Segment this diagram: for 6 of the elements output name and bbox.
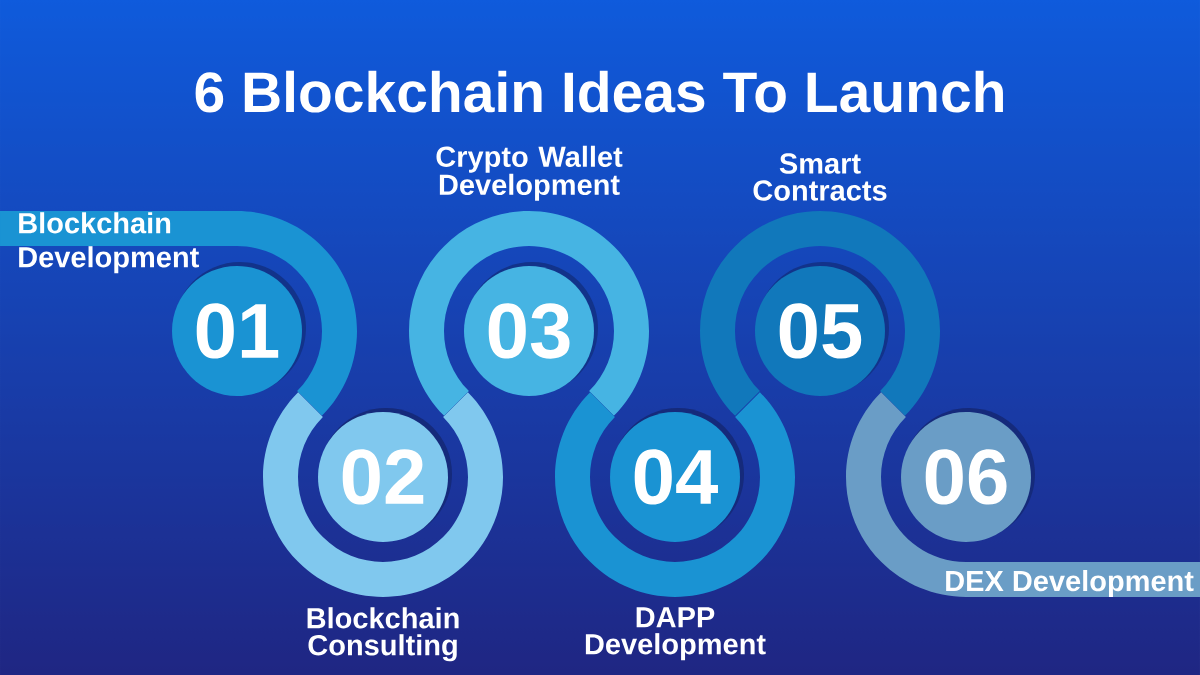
step-label: DAPP Development xyxy=(585,607,766,661)
step-label: Smart Contracts xyxy=(753,153,887,201)
step-label: DEX Development xyxy=(946,569,1194,597)
title: 6 Blockchain Ideas To Launch xyxy=(195,70,1003,113)
step-label: Blockchain Consulting xyxy=(307,607,459,662)
step-label: Crypto Wallet Development xyxy=(436,145,623,201)
